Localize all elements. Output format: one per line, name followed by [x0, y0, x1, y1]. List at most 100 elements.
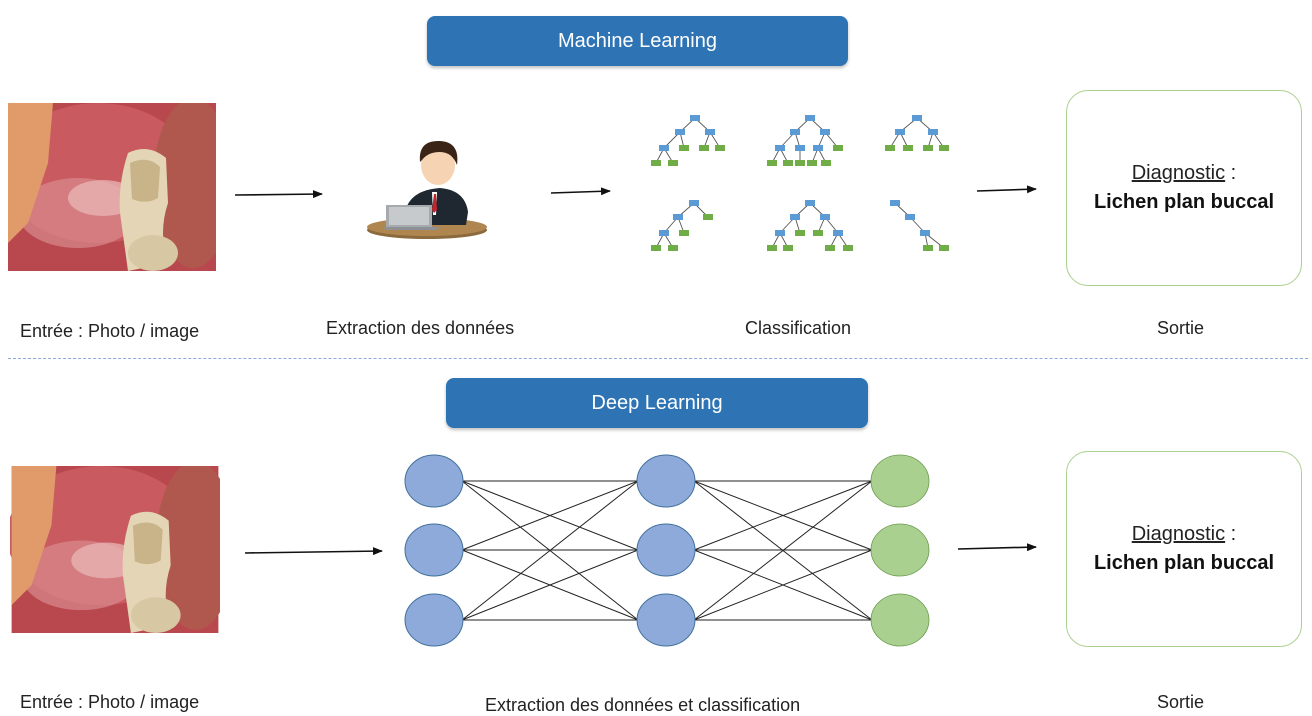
- nn-node: [404, 593, 464, 647]
- nn-node: [636, 593, 696, 647]
- tree-node: [890, 200, 900, 206]
- tree-node: [715, 145, 725, 151]
- nn-connection: [693, 549, 873, 621]
- ml-diagnostic-word: Diagnostic: [1131, 162, 1226, 184]
- dl-title: Deep Learning: [591, 391, 723, 414]
- dl-process-caption: Extraction des données et classification: [485, 695, 801, 715]
- tree-node: [675, 129, 685, 135]
- ml-input-caption: Entrée : Photo / image: [20, 321, 200, 341]
- tree-node: [795, 160, 805, 166]
- tree-node: [659, 145, 669, 151]
- analyst-icon: [367, 140, 487, 239]
- tree-node: [651, 245, 661, 251]
- dl-input-photo: [10, 466, 220, 633]
- tree-node: [767, 160, 777, 166]
- tree-node: [651, 160, 661, 166]
- tree-node: [813, 230, 823, 236]
- tree-node: [813, 145, 823, 151]
- ml-output-box: Diagnostic : Lichen plan buccal: [1066, 90, 1302, 286]
- ml-classification-caption: Classification: [745, 318, 852, 338]
- dl-title-banner: Deep Learning: [446, 378, 868, 428]
- tree-node: [843, 245, 853, 251]
- tree-node: [703, 214, 713, 220]
- nn-connection: [693, 480, 873, 621]
- tree-node: [795, 230, 805, 236]
- tree-node: [885, 145, 895, 151]
- decision-tree-icon: [651, 115, 949, 251]
- dl-diagnostic-colon: :: [1225, 523, 1237, 545]
- ml-arrow-2: [550, 187, 611, 196]
- tree-node: [783, 245, 793, 251]
- neural-network-icon: [404, 454, 930, 647]
- nn-node: [636, 523, 696, 577]
- tree-node: [668, 245, 678, 251]
- ml-input-photo: [8, 103, 216, 271]
- tree-node: [775, 230, 785, 236]
- ml-arrow-1: [234, 190, 323, 199]
- tree-node: [905, 214, 915, 220]
- tree-node: [928, 129, 938, 135]
- oral-photo-icon: [10, 466, 220, 633]
- tree-node: [895, 129, 905, 135]
- tree-node: [775, 145, 785, 151]
- tree-node: [689, 200, 699, 206]
- ml-diagnostic-label: Diagnostic :: [1132, 162, 1237, 185]
- ml-output-caption: Sortie: [1157, 318, 1205, 338]
- dl-output-box: Diagnostic : Lichen plan buccal: [1066, 451, 1302, 647]
- tree-node: [679, 145, 689, 151]
- tree-node: [690, 115, 700, 121]
- nn-connection: [461, 480, 639, 551]
- nn-connection: [461, 480, 639, 621]
- nn-connection: [693, 549, 873, 621]
- nn-node: [404, 454, 464, 508]
- tree-node: [790, 214, 800, 220]
- tree-node: [668, 160, 678, 166]
- tree-node: [821, 160, 831, 166]
- nn-connection: [461, 480, 639, 551]
- tree-node: [673, 214, 683, 220]
- tree-node: [679, 230, 689, 236]
- tree-node: [820, 214, 830, 220]
- ml-diagnostic-colon: :: [1225, 162, 1237, 184]
- tree-node: [783, 160, 793, 166]
- tree-node: [805, 115, 815, 121]
- section-divider: [8, 358, 1308, 359]
- nn-node: [404, 523, 464, 577]
- tree-node: [833, 230, 843, 236]
- nn-connection: [461, 549, 639, 621]
- nn-connection: [693, 480, 873, 551]
- tree-node: [807, 160, 817, 166]
- nn-node: [870, 523, 930, 577]
- dl-output-caption: Sortie: [1157, 692, 1205, 712]
- tree-node: [923, 245, 933, 251]
- dl-diagnostic-result: Lichen plan buccal: [1093, 552, 1275, 574]
- tree-node: [699, 145, 709, 151]
- dl-arrow-2: [957, 543, 1037, 552]
- tree-node: [912, 115, 922, 121]
- dl-diagnostic-label: Diagnostic :: [1132, 523, 1237, 546]
- tree-node: [767, 245, 777, 251]
- tree-node: [659, 230, 669, 236]
- dl-arrow-1: [244, 547, 383, 556]
- ml-title-banner: Machine Learning: [427, 16, 848, 66]
- tree-node: [833, 145, 843, 151]
- ml-title: Machine Learning: [558, 29, 717, 52]
- tree-node: [939, 145, 949, 151]
- tree-node: [790, 129, 800, 135]
- ml-diagnostic-result: Lichen plan buccal: [1093, 191, 1275, 213]
- tree-node: [920, 230, 930, 236]
- ml-arrow-3: [976, 185, 1037, 194]
- nn-node: [636, 454, 696, 508]
- tree-node: [820, 129, 830, 135]
- nn-connection: [461, 480, 639, 621]
- dl-input-caption: Entrée : Photo / image: [20, 692, 200, 712]
- nn-node: [870, 593, 930, 647]
- nn-connection: [461, 549, 639, 621]
- tree-node: [923, 145, 933, 151]
- ml-extraction-caption: Extraction des données: [326, 318, 515, 338]
- tree-node: [705, 129, 715, 135]
- ml-graphics: [234, 115, 1037, 251]
- dl-diagnostic-word: Diagnostic: [1131, 523, 1226, 545]
- tree-node: [903, 145, 913, 151]
- oral-photo-icon: [8, 103, 216, 271]
